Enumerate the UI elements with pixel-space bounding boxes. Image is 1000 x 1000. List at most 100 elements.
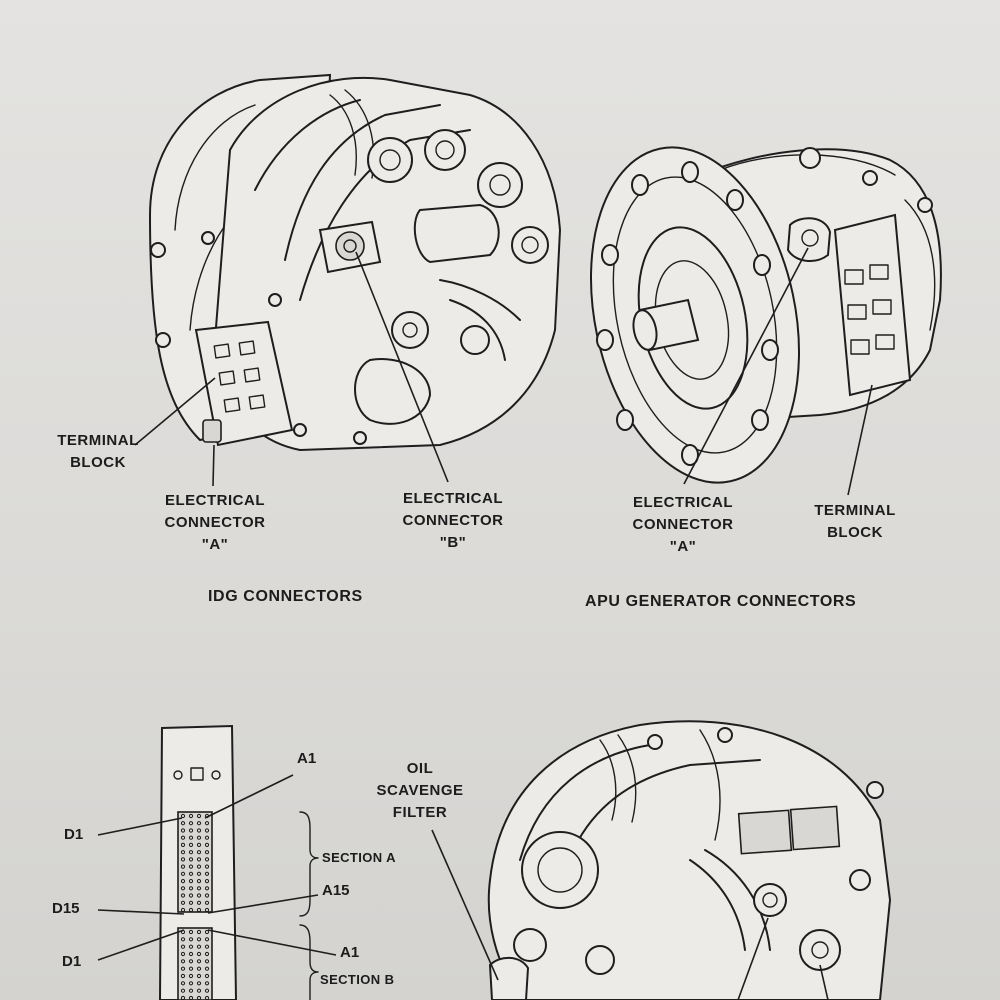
apu-generator-drawing xyxy=(589,146,942,484)
connector-pin xyxy=(204,959,210,964)
pin-label-d15: D15 xyxy=(52,900,80,917)
connector-pin xyxy=(188,813,194,819)
idg-terminal-block-label: TERMINAL BLOCK xyxy=(57,432,139,471)
connector-pin xyxy=(196,907,202,913)
connector-pin xyxy=(204,886,210,891)
idg-lower-leaders xyxy=(431,829,829,1000)
section-a-label: SECTION A xyxy=(322,850,396,865)
connector-pin xyxy=(204,937,210,942)
connector-pin xyxy=(196,857,202,862)
connector-pin xyxy=(196,966,202,971)
connector-pin xyxy=(196,842,202,848)
connector-pin xyxy=(188,857,194,862)
connector-pin xyxy=(204,966,210,971)
connector-pin xyxy=(196,828,202,833)
connector-pin xyxy=(204,900,210,905)
apu-leaders xyxy=(683,247,873,496)
connector-pin xyxy=(188,973,194,979)
pin-label-a1-bottom: A1 xyxy=(340,944,360,961)
connector-pin xyxy=(196,973,202,979)
apu-terminal-block-label: TERMINAL BLOCK xyxy=(814,502,896,541)
connector-pin xyxy=(180,959,186,964)
connector-pin xyxy=(204,988,210,993)
connector-pin xyxy=(180,842,186,848)
connector-pin xyxy=(204,864,210,869)
connector-pin xyxy=(180,900,186,905)
connector-pin xyxy=(180,835,186,840)
connector-pin xyxy=(188,893,194,898)
connector-pin xyxy=(180,813,186,819)
connector-pin xyxy=(180,937,186,942)
connector-pin xyxy=(188,821,194,826)
connector-pin xyxy=(196,879,202,884)
connector-pin xyxy=(196,813,202,819)
apu-generator-connectors-caption: APU GENERATOR CONNECTORS xyxy=(585,593,857,610)
connector-pin xyxy=(188,944,194,949)
connector-pin xyxy=(196,864,202,869)
connector-pin xyxy=(204,973,210,979)
connector-pin xyxy=(188,886,194,891)
connector-pin xyxy=(204,835,210,840)
connector-pin xyxy=(196,981,202,986)
connector-pin xyxy=(196,988,202,993)
connector-pin xyxy=(180,907,186,913)
connector-pin xyxy=(188,951,194,957)
connector-pin xyxy=(180,871,186,876)
connector-pin xyxy=(204,828,210,833)
pin-label-d1-top: D1 xyxy=(64,826,84,843)
connector-pin xyxy=(196,900,202,905)
connector-pin xyxy=(196,835,202,840)
connector-pin xyxy=(188,879,194,884)
connector-pin xyxy=(180,857,186,862)
connector-pin xyxy=(180,886,186,891)
pin-label-a15: A15 xyxy=(322,882,350,899)
connector-pin xyxy=(204,879,210,884)
connector-pin xyxy=(188,835,194,840)
section-b-label: SECTION B xyxy=(320,972,395,987)
connector-pin xyxy=(204,944,210,949)
connector-pin xyxy=(204,981,210,986)
apu-connector-a-label: ELECTRICAL CONNECTOR "A" xyxy=(632,494,734,555)
pin-strip-drawing xyxy=(158,724,319,1000)
connector-pin xyxy=(204,857,210,862)
connector-pin xyxy=(180,966,186,971)
connector-pin xyxy=(188,937,194,942)
connector-pin xyxy=(180,893,186,898)
idg-leaders xyxy=(134,251,449,487)
connector-pin xyxy=(196,871,202,876)
connector-pin xyxy=(204,951,210,957)
connector-pin xyxy=(196,937,202,942)
connector-pin xyxy=(180,828,186,833)
connector-pin xyxy=(188,966,194,971)
connector-pin xyxy=(196,821,202,826)
oil-scavenge-filter-label: OIL SCAVENGE FILTER xyxy=(376,760,464,821)
pin-strip-leaders xyxy=(97,774,337,961)
connector-pin xyxy=(204,850,210,855)
connector-pin xyxy=(204,871,210,876)
connector-pin xyxy=(204,842,210,848)
connector-pin xyxy=(196,959,202,964)
connector-pin xyxy=(180,981,186,986)
connector-pin xyxy=(196,893,202,898)
connector-pin xyxy=(204,821,210,826)
connector-pin xyxy=(188,850,194,855)
connector-pin xyxy=(180,973,186,979)
connector-pin xyxy=(204,893,210,898)
pin-label-d1-bottom: D1 xyxy=(62,953,82,970)
connector-pin xyxy=(180,864,186,869)
idg-drawing xyxy=(148,73,562,452)
connector-pin xyxy=(188,929,194,935)
connector-pin xyxy=(180,951,186,957)
connector-pin xyxy=(188,959,194,964)
connector-pin xyxy=(188,981,194,986)
connector-pin xyxy=(188,988,194,993)
connector-pin xyxy=(180,988,186,993)
idg-connectors-caption: IDG CONNECTORS xyxy=(208,588,363,605)
connector-pin xyxy=(180,821,186,826)
connector-pin xyxy=(188,864,194,869)
connector-pin xyxy=(180,879,186,884)
connector-pin xyxy=(188,907,194,913)
connector-pin xyxy=(196,951,202,957)
